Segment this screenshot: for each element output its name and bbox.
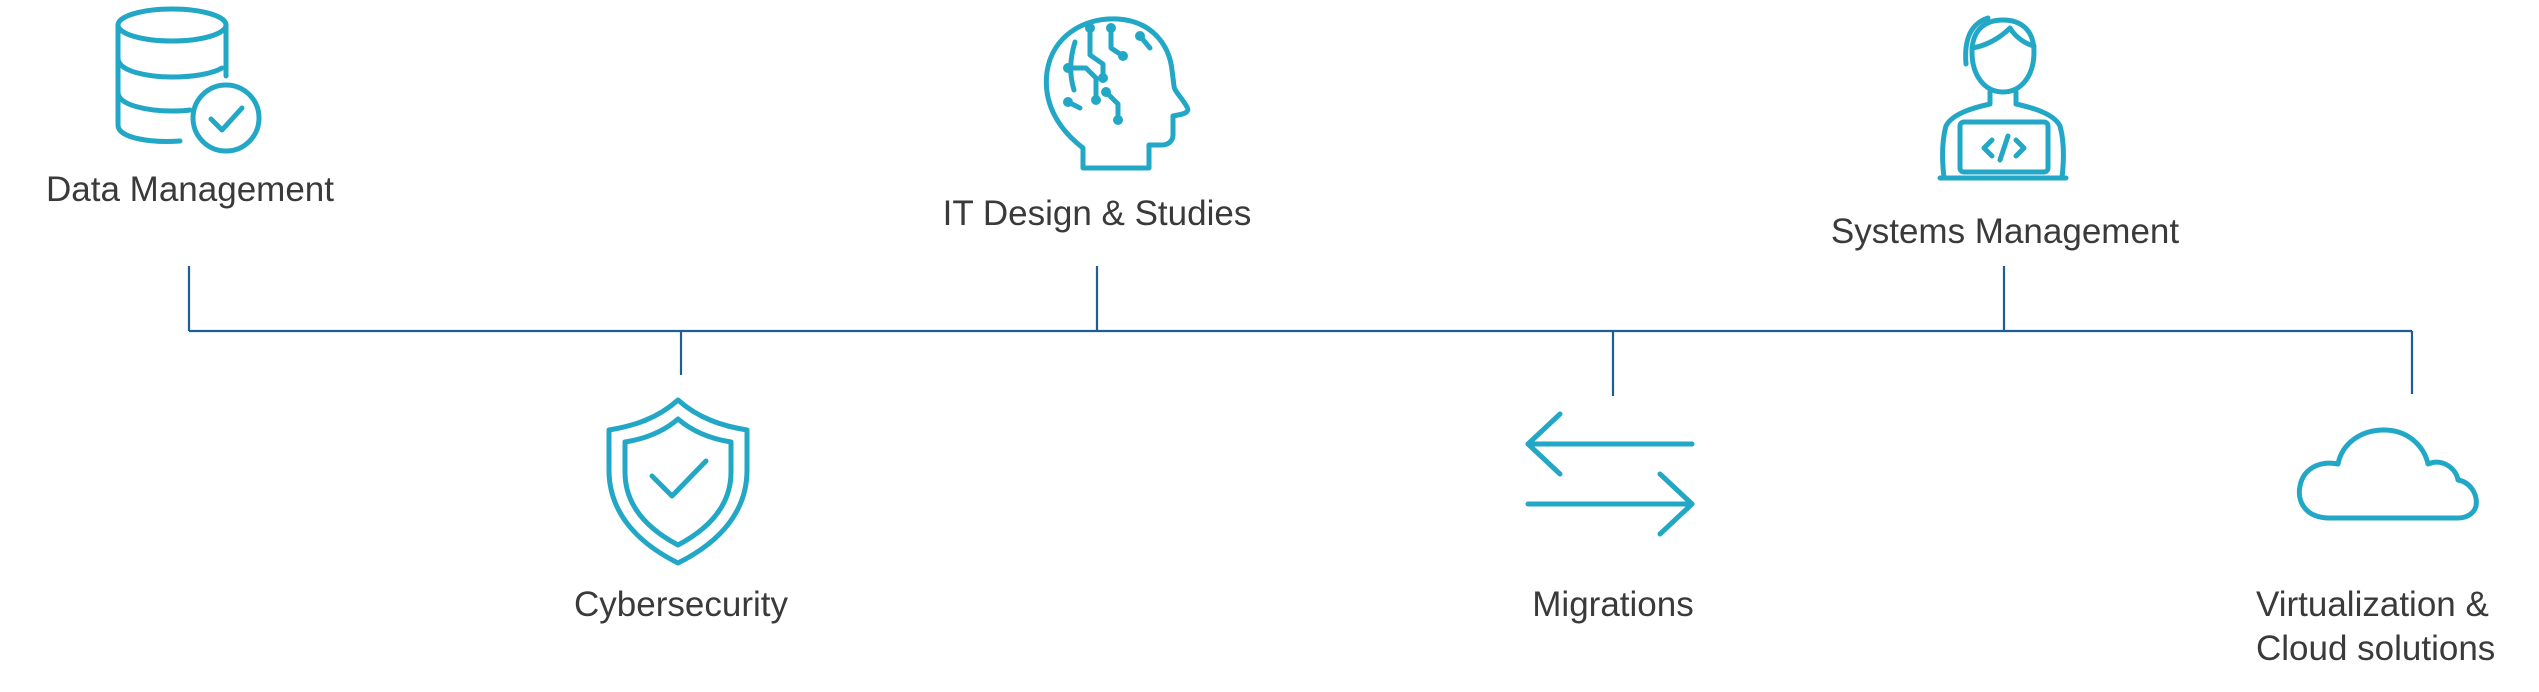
label-virtualization-line2: Cloud solutions bbox=[2256, 629, 2496, 668]
label-cybersecurity: Cybersecurity bbox=[574, 585, 788, 624]
label-virtualization-line1: Virtualization & bbox=[2256, 585, 2489, 624]
label-it-design: IT Design & Studies bbox=[942, 194, 1252, 233]
label-migrations: Migrations bbox=[1532, 585, 1694, 624]
connector-lines bbox=[187, 266, 2414, 396]
exchange-arrows-icon bbox=[1525, 411, 1695, 537]
developer-laptop-icon bbox=[1937, 15, 2069, 181]
label-systems-management: Systems Management bbox=[1830, 212, 2180, 251]
label-data-management: Data Management bbox=[46, 170, 334, 209]
brain-circuit-icon bbox=[1043, 16, 1191, 171]
database-check-icon bbox=[115, 6, 262, 154]
shield-check-icon bbox=[606, 397, 750, 566]
cloud-icon bbox=[2296, 427, 2479, 521]
